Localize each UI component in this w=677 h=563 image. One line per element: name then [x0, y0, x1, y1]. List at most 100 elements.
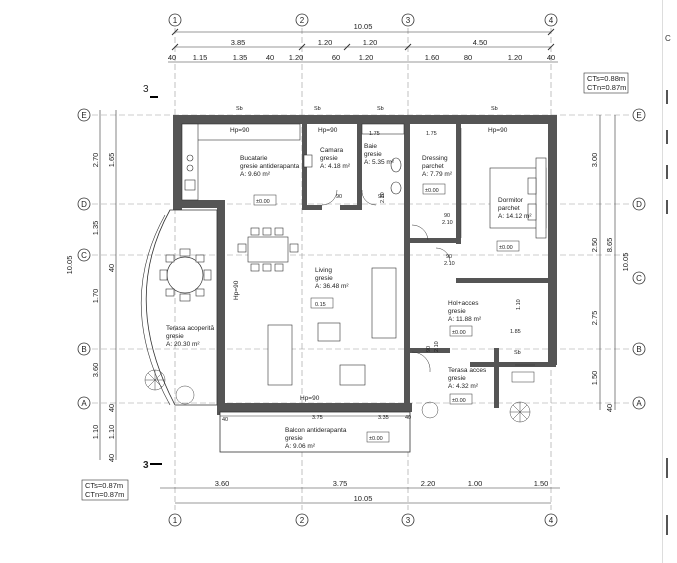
level-bottom-cts: CTs=0.87m	[85, 481, 123, 490]
axis-bubble-right-D	[632, 197, 646, 211]
bathroom-fixtures	[303, 123, 405, 195]
axis-bubble-left-B	[77, 342, 91, 356]
axis-label-left-B: B	[81, 345, 86, 354]
level-top-ctn: CTn=0.87m	[587, 83, 626, 92]
dim-top2-4: 40	[266, 53, 274, 62]
dim-top2-9: 80	[464, 53, 472, 62]
side-panel-glyph: C	[665, 34, 671, 43]
covered-terrace-outline	[145, 209, 218, 406]
room-living-floor: gresie	[315, 275, 333, 282]
dim-top2-10: 1.20	[508, 53, 523, 62]
dim-top-3: 1.20	[363, 38, 378, 47]
dimension-lines-top	[168, 28, 558, 63]
axis-label-bottom-1: 1	[173, 516, 178, 525]
axis-bubble-right-E	[632, 108, 646, 122]
sb-label-4: Sb	[491, 106, 498, 112]
room-camara-floor: gresie	[320, 155, 338, 162]
dim-top2-1: 40	[168, 53, 176, 62]
covered-terrace-curve	[140, 214, 171, 406]
room-camara-name: Camara	[320, 147, 344, 154]
dim-top-1: 3.85	[231, 38, 246, 47]
room-terasa-acoperita-floor: gresie	[166, 333, 184, 340]
axis-bubble-right-B	[632, 342, 646, 356]
room-hol-floor: gresie	[448, 308, 466, 315]
dim-bottom-3: 2.20	[421, 479, 436, 488]
plants	[144, 369, 531, 423]
axis-bubble-top-3	[401, 13, 415, 27]
axis-bubble-bottom-3	[401, 513, 415, 527]
kitchen-counter	[181, 123, 301, 201]
level-tag-dressing: ±0.00	[425, 188, 439, 194]
level-box-top	[583, 72, 629, 94]
bed	[489, 157, 547, 239]
door-swings	[321, 189, 451, 373]
level-tag-hol: ±0.00	[452, 330, 466, 336]
dim-top-2: 1.20	[318, 38, 333, 47]
room-bucatarie-area: A: 9.60 m²	[240, 171, 271, 178]
axis-bubble-top-1	[168, 13, 182, 27]
dim-bottom-2: 3.75	[333, 479, 348, 488]
door-hol-210: 2.10	[434, 341, 440, 352]
axis-label-top-1: 1	[173, 16, 178, 25]
round-table	[166, 256, 204, 294]
sb-label-1: Sb	[236, 106, 243, 112]
room-dressing-name: Dressing	[422, 155, 448, 162]
room-dressing-floor: parchet	[422, 163, 444, 170]
dim-left2-2: 40	[107, 264, 116, 272]
door-baie-210: 2.10	[380, 192, 386, 203]
dim-balcon-375: 3.75	[312, 415, 323, 421]
dim-right2-2: 40	[605, 404, 614, 412]
hp-living-side: Hp=90	[233, 280, 240, 300]
level-tag-bucatarie: ±0.00	[256, 199, 270, 205]
axis-label-left-A: A	[81, 399, 87, 408]
sb-label-2: Sb	[314, 106, 321, 112]
axis-label-left-C: C	[81, 251, 87, 260]
room-dressing-area: A: 7.79 m²	[422, 171, 453, 178]
room-baie-area: A: 5.35 m²	[364, 159, 395, 166]
room-hol-area: A: 11.88 m²	[448, 316, 482, 323]
dim-bottom-4: 1.00	[468, 479, 483, 488]
level-box-bottom	[81, 479, 129, 501]
room-terasa-acoperita-area: A: 20.30 m²	[166, 341, 200, 348]
axis-bubble-left-D	[77, 197, 91, 211]
dining-table	[237, 227, 299, 272]
axis-label-bottom-2: 2	[300, 516, 305, 525]
axis-label-top-2: 2	[300, 16, 305, 25]
room-bucatarie-floor: gresie antiderapanta	[240, 163, 300, 170]
sb-label-5: Sb	[514, 350, 521, 356]
hp-living: Hp=90	[300, 395, 320, 402]
hp-kitchen: Hp=90	[230, 127, 250, 134]
dim-top2-2: 1.15	[193, 53, 208, 62]
dim-right2-1: 8.65	[605, 238, 614, 253]
dim-right-2: 2.50	[590, 238, 599, 253]
terrace-chairs	[159, 248, 212, 302]
axis-label-right-C: C	[636, 274, 642, 283]
axis-label-right-B: B	[636, 345, 641, 354]
door-dressing-210: 2.10	[442, 220, 453, 226]
dim-bottom-5: 1.50	[534, 479, 549, 488]
room-terasa-acces-area: A: 4.32 m²	[448, 383, 479, 390]
room-camara-area: A: 4.18 m²	[320, 163, 351, 170]
room-dormitor-area: A: 14.12 m²	[498, 213, 532, 220]
level-tag-dormitor: ±0.00	[499, 245, 513, 251]
axis-label-top-4: 4	[549, 16, 554, 25]
axis-label-top-3: 3	[406, 16, 411, 25]
room-balcon-floor: gresie	[285, 435, 303, 442]
dim-balcon-40: 40	[222, 417, 228, 423]
door-camara-90: 90	[336, 194, 342, 200]
dim-top-4: 4.50	[473, 38, 488, 47]
side-panel: C	[662, 0, 677, 563]
axis-label-right-A: A	[636, 399, 642, 408]
axis-bubble-right-A	[632, 396, 646, 410]
level-tag-living: 0.15	[315, 302, 326, 308]
side-panel-mark-3	[666, 165, 668, 179]
door-baie-90: 90	[378, 194, 384, 200]
axis-label-bottom-3: 3	[406, 516, 411, 525]
axis-label-left-E: E	[81, 111, 86, 120]
door-dressing-90: 90	[444, 213, 450, 219]
door-hol-90: 90	[426, 346, 432, 352]
room-baie-name: Baie	[364, 143, 377, 150]
room-terasa-acces-name: Terasa acces	[448, 367, 487, 374]
axis-bubble-bottom-4	[544, 513, 558, 527]
